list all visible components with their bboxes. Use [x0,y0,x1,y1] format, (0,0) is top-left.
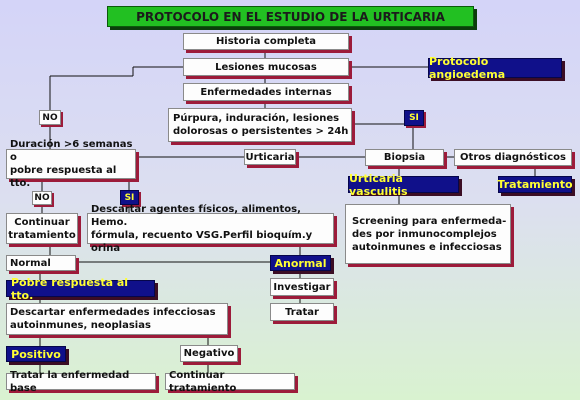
no-tag-first: NO [39,110,61,125]
continuar-tratamiento-box: Continuar tratamiento [6,213,78,244]
screening-line-2: des por inmunocomplejos [352,228,497,240]
anormal-box: Anormal [270,255,331,271]
descartar-inf-line-1: Descartar enfermedades infecciosas [10,307,216,318]
si-tag-first: SI [404,110,424,126]
descartar-infecciosas-box: Descartar enfermedades infecciosas autoi… [6,303,228,335]
duracion-line-2: pobre respuesta al tto. [10,165,117,189]
normal-box: Normal [6,255,76,271]
urticaria-box: Urticaria [244,149,296,165]
descartar-inf-line-2: autoinmunes, neoplasias [10,320,151,331]
tratamiento-box: Tratamiento [497,176,573,193]
descartar-line-1: Descartar agentes físicos, alimentos, He… [91,203,301,228]
screening-box: Screening para enfermeda- des por inmuno… [345,204,511,264]
negativo-box: Negativo [180,345,238,362]
no-tag-second: NO [32,191,52,205]
screening-line-3: autoinmunes e infecciosas [352,241,502,253]
si-tag-second: SI [120,190,139,205]
continuar-tratamiento-final-box: Continuar tratamiento [165,370,295,394]
continuar-line-2: tratamiento [8,229,76,241]
purpura-box: Púrpura, induración, lesiones dolorosas … [168,108,352,142]
otros-diagnosticos-box: Otros diagnósticos [454,149,572,166]
tratar-box: Tratar [270,303,334,321]
screening-line-1: Screening para enfermeda- [352,215,507,227]
urticaria-vasculitis-box: Urticaria vasculitis [348,172,459,198]
enfermedades-internas-box: Enfermedades internas [183,83,349,101]
tratar-enfermedad-base-box: Tratar la enfermedad base [6,370,156,394]
descartar-agentes-box: Descartar agentes físicos, alimentos, He… [87,204,334,254]
pobre-respuesta-box: Pobre respuesta al tto. [6,276,155,302]
biopsia-box: Biopsia [365,149,444,166]
lesiones-mucosas-box: Lesiones mucosas [183,58,349,76]
purpura-line-2: dolorosas o persistentes > 24h [173,126,349,137]
purpura-line-1: Púrpura, induración, lesiones [173,113,340,124]
positivo-box: Positivo [6,346,66,362]
page-title: PROTOCOLO EN EL ESTUDIO DE LA URTICARIA [107,6,474,27]
protocolo-angioedema-box: Protocolo angioedema [428,55,562,81]
duracion-line-1: Duración >6 semanas o [10,139,133,163]
continuar-line-1: Continuar [14,216,70,228]
historia-completa-box: Historia completa [183,33,349,50]
duracion-box: Duración >6 semanas o pobre respuesta al… [6,139,136,189]
investigar-box: Investigar [270,278,334,296]
descartar-line-2: fórmula, recuento VSG.Perfil bioquím.y o… [91,229,313,254]
